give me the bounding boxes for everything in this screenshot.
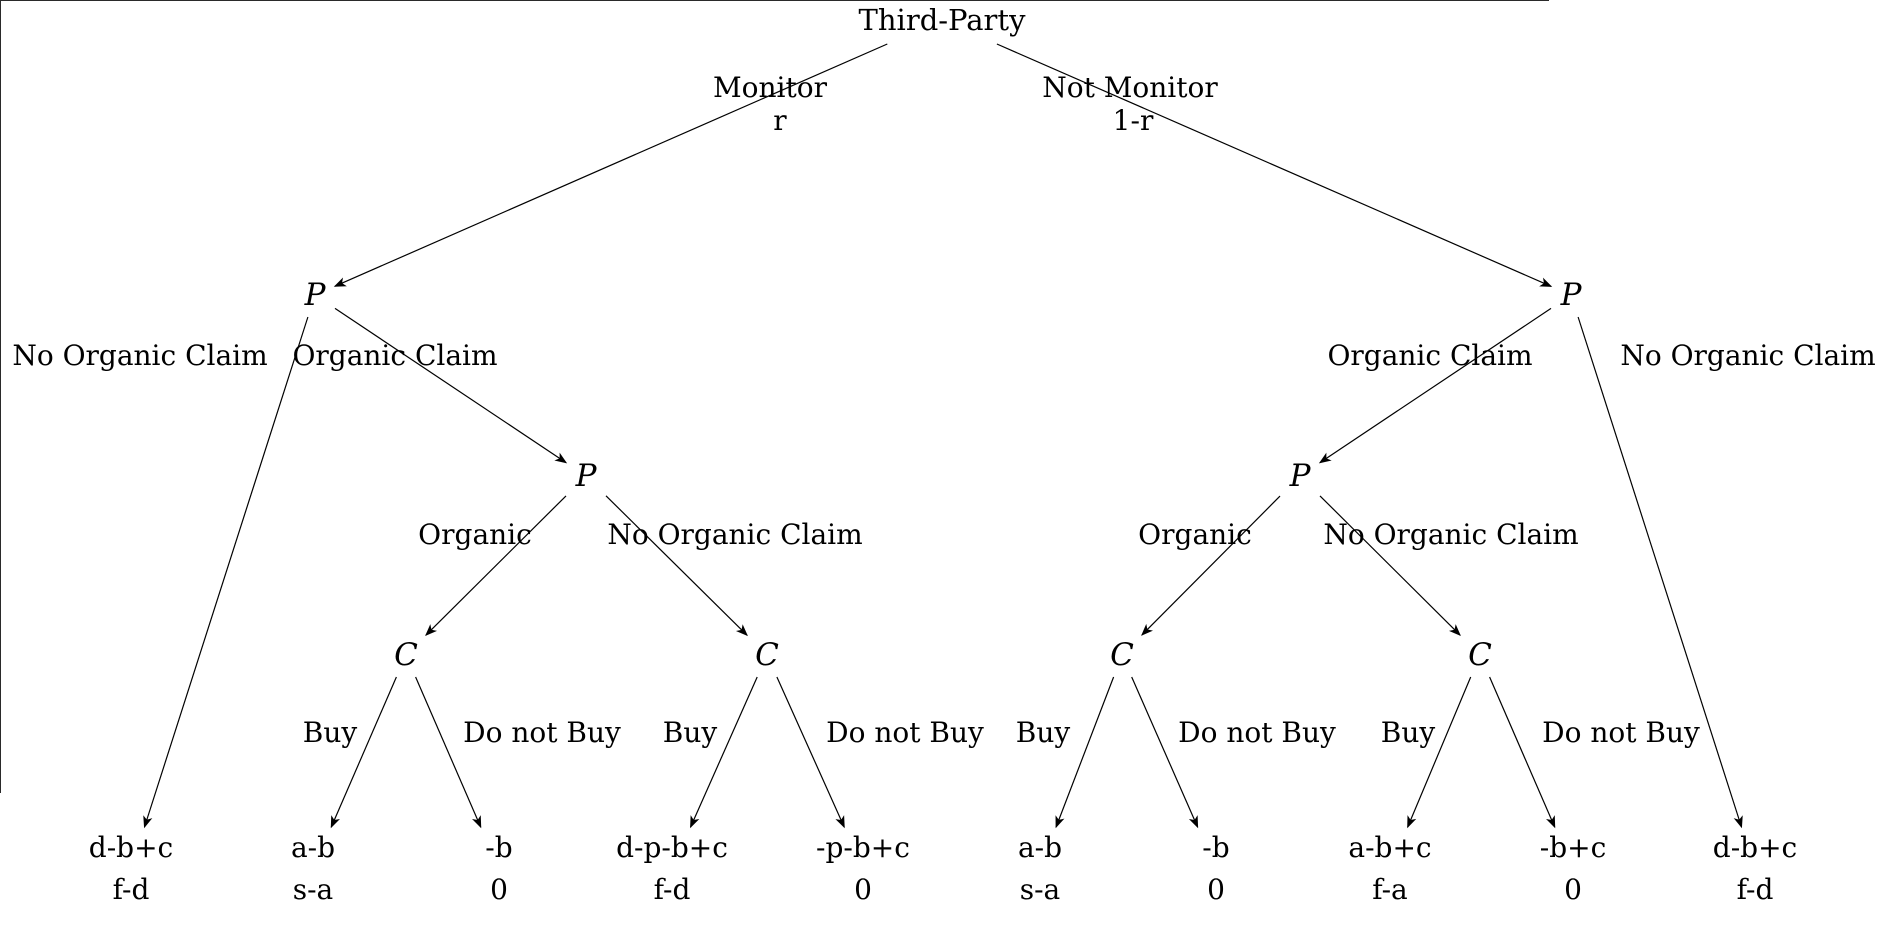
edge-label-pl-pml: Organic Claim: [292, 339, 498, 372]
payoff-line: -b: [1202, 831, 1230, 864]
payoff-line: a-b+c: [1348, 831, 1432, 864]
payoff-leaf-l3: -b 0: [485, 827, 512, 911]
edge-label-c2-l4: Buy: [662, 716, 718, 749]
edge-label-pr-pmr: Organic Claim: [1327, 339, 1533, 372]
consumer-node-c3: C: [1110, 637, 1134, 673]
page-border-top: [0, 0, 1549, 1]
payoff-leaf-l9: -b+c 0: [1540, 827, 1607, 911]
edge-line-c2-l5: [776, 676, 845, 829]
edge-line-pml-c1: [425, 495, 567, 637]
payoff-leaf-l8: a-b+c f-a: [1348, 827, 1431, 911]
payoff-line: d-p-b+c: [616, 831, 728, 864]
producer-node-pr: P: [1560, 277, 1582, 313]
payoff-line: 0: [1207, 873, 1225, 906]
edge-label-pmr-c3: Organic: [1138, 518, 1252, 551]
edge-label-c4-l9: Do not Buy: [1542, 716, 1700, 749]
producer-node-pml: P: [575, 458, 597, 494]
payoff-leaf-l7: -b 0: [1202, 827, 1229, 911]
payoff-line: d-b+c: [1712, 831, 1798, 864]
payoff-line: 0: [854, 873, 872, 906]
edge-line-pr-l10: [1577, 316, 1743, 829]
payoff-leaf-l6: a-b s-a: [1018, 827, 1062, 911]
edge-label-c1-l3: Do not Buy: [463, 716, 621, 749]
consumer-node-c4: C: [1468, 637, 1492, 673]
payoff-line: -p-b+c: [816, 831, 910, 864]
edge-line-c4-l8: [1407, 676, 1472, 829]
edge-line-pr-pmr: [1318, 307, 1552, 464]
edge-label-c3-l7: Do not Buy: [1178, 716, 1336, 749]
payoff-leaf-l10: d-b+c f-d: [1713, 827, 1797, 911]
edge-probability-label: 1-r: [1112, 104, 1154, 137]
payoff-leaf-l5: -p-b+c 0: [816, 827, 910, 911]
payoff-line: f-a: [1372, 873, 1408, 906]
edge-line-c3-l6: [1055, 676, 1115, 829]
edge-label-pr-l10: No Organic Claim: [1620, 339, 1876, 372]
payoff-line: s-a: [1019, 873, 1061, 906]
edge-line-pmr-c4: [1319, 495, 1461, 637]
edge-label-c2-l5: Do not Buy: [826, 716, 984, 749]
edge-line-root-pr: [996, 43, 1553, 287]
edge-line-c2-l4: [690, 676, 758, 829]
payoff-line: s-a: [292, 873, 334, 906]
payoff-line: 0: [490, 873, 508, 906]
edge-label-c4-l8: Buy: [1380, 716, 1436, 749]
edge-label-c3-l6: Buy: [1015, 716, 1071, 749]
third-party-node: Third-Party: [858, 3, 1026, 37]
consumer-node-c2: C: [755, 637, 779, 673]
consumer-node-c1: C: [394, 637, 418, 673]
payoff-line: -b+c: [1539, 831, 1607, 864]
edge-line-root-pl: [333, 43, 888, 287]
edge-line-c1-l2: [330, 676, 397, 829]
edge-label-pl-l1: No Organic Claim: [12, 339, 268, 372]
page-border-left: [0, 0, 1, 793]
payoff-line: a-b: [1017, 831, 1063, 864]
payoff-line: -b: [485, 831, 513, 864]
edge-label-c1-l2: Buy: [302, 716, 358, 749]
payoff-line: 0: [1564, 873, 1582, 906]
producer-node-pl: P: [304, 277, 326, 313]
edge-line-pml-c2: [605, 495, 748, 637]
payoff-leaf-l2: a-b s-a: [291, 827, 335, 911]
edge-probability-label: r: [773, 104, 787, 137]
payoff-line: d-b+c: [88, 831, 174, 864]
producer-node-pmr: P: [1289, 458, 1311, 494]
edge-line-pmr-c3: [1141, 495, 1281, 636]
edge-line-c3-l7: [1131, 676, 1199, 829]
payoff-line: a-b: [290, 831, 336, 864]
edge-label-root-pr: Not Monitor: [1042, 71, 1218, 104]
edge-label-pmr-c4: No Organic Claim: [1323, 518, 1579, 551]
edge-label-pml-c2: No Organic Claim: [607, 518, 863, 551]
payoff-line: f-d: [112, 873, 150, 906]
payoff-line: f-d: [653, 873, 691, 906]
edge-line-pl-l1: [143, 316, 309, 829]
payoff-leaf-l1: d-b+c f-d: [89, 827, 173, 911]
payoff-leaf-l4: d-p-b+c f-d: [616, 827, 728, 911]
edge-line-c4-l9: [1489, 676, 1556, 829]
edge-label-pml-c1: Organic: [418, 518, 532, 551]
edge-label-root-pl: Monitor: [712, 71, 828, 104]
edge-line-pl-pml: [334, 307, 568, 464]
payoff-line: f-d: [1736, 873, 1774, 906]
edge-line-c1-l3: [415, 676, 482, 829]
